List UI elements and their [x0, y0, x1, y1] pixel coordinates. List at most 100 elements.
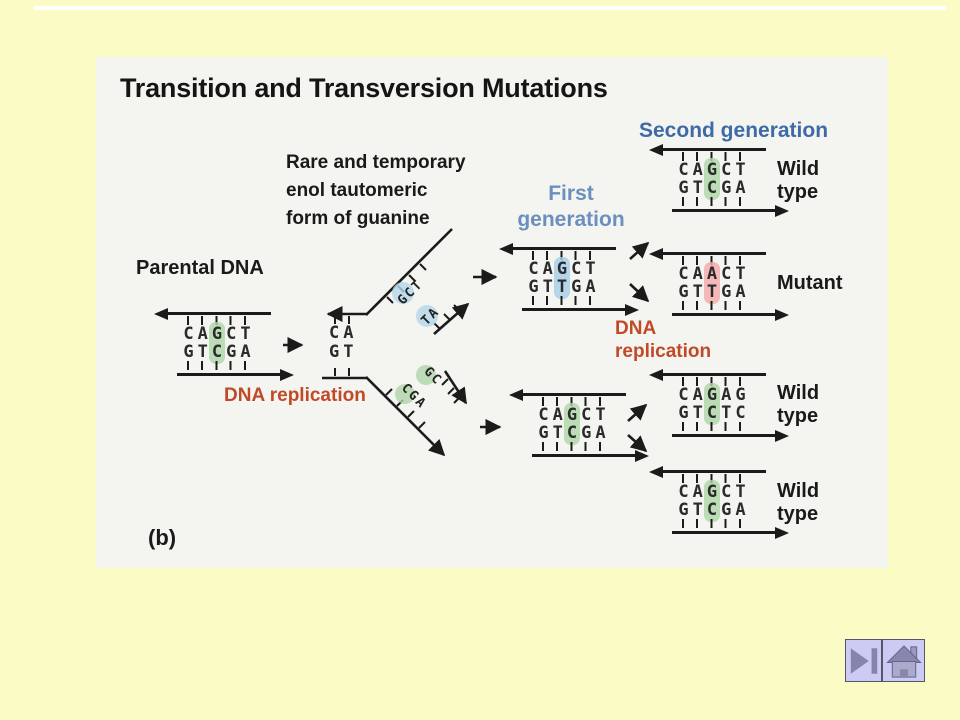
- arrow-to-secondgen-mutant: [629, 283, 650, 303]
- mutant-label: Mutant: [777, 272, 843, 294]
- right-arrowhead: [635, 450, 649, 462]
- bottom-strand-line: [672, 309, 789, 321]
- top-strand-line: [509, 389, 626, 401]
- right-arrowhead: [280, 369, 294, 381]
- replication-fork-diagram: [283, 228, 650, 457]
- prong-ticks: [385, 263, 461, 429]
- left-arrowhead: [154, 308, 168, 320]
- base-ticks: [682, 474, 742, 483]
- top-sequence: CAGCT: [678, 482, 750, 502]
- second-generation-mutant-duplex: CAACT GTTGA: [649, 248, 789, 321]
- normal-cytosine-glow: [395, 384, 415, 404]
- bottom-strand-line: [177, 369, 294, 381]
- mispaired-thymine-glow: [416, 305, 438, 327]
- left-arrowhead: [649, 144, 663, 156]
- first-generation-label: First generation: [517, 182, 625, 231]
- at-mutation-highlight-band: [704, 262, 720, 304]
- base-ticks: [532, 251, 592, 260]
- left-arrowhead: [649, 466, 663, 478]
- left-arrowhead: [509, 389, 523, 401]
- base-pair-glows: [392, 282, 438, 404]
- fork-stub-top-sequence: CA: [329, 323, 358, 343]
- dna-replication-label-left: DNA replication: [224, 385, 366, 406]
- top-sequence: CAGCT: [678, 160, 750, 180]
- gc-highlight-band: [209, 322, 225, 364]
- first-generation-mismatch-duplex: CAGCT GTTGA: [499, 243, 639, 316]
- top-strand-line: [499, 243, 616, 255]
- base-ticks: [542, 397, 602, 406]
- home-icon: [885, 644, 922, 678]
- bottom-sequence: GTCGA: [538, 423, 610, 443]
- slide-top-divider: [34, 6, 946, 10]
- enol-tautomer-note: Rare and temporary enol tautomeric form …: [286, 152, 466, 229]
- bottom-sequence: GTTGA: [528, 277, 600, 297]
- top-sequence: CAGCT: [528, 259, 600, 279]
- base-ticks: [682, 301, 742, 310]
- top-strand-line: [649, 248, 766, 260]
- page-title: Transition and Transversion Mutations: [120, 73, 608, 103]
- gc-highlight-band: [704, 480, 720, 522]
- enol-guanine-glow: [392, 282, 414, 304]
- top-strand-line: [649, 144, 766, 156]
- arrow-to-secondgen-wild: [629, 241, 650, 260]
- bottom-strand-line: [672, 430, 789, 442]
- base-ticks: [187, 361, 247, 370]
- slide-nav: [845, 639, 925, 682]
- arrow-to-thirdgen-wild-1: [627, 403, 648, 422]
- base-ticks: [682, 377, 742, 386]
- top-strand-line: [649, 466, 766, 478]
- normal-guanine-glow: [416, 365, 436, 385]
- bottom-sequence: GTCGA: [183, 342, 255, 362]
- bottom-sequence: GTTGA: [678, 282, 750, 302]
- second-generation-label: Second generation: [639, 119, 829, 142]
- gc-highlight-band: [704, 158, 720, 200]
- parental-duplex: CAGCT GTCGA: [154, 308, 294, 381]
- skip-forward-icon: [850, 647, 877, 674]
- left-arrowhead: [499, 243, 513, 255]
- top-sequence: CAGCT: [183, 324, 255, 344]
- fork-upper-template-strand: [365, 228, 453, 316]
- base-ticks: [532, 296, 592, 305]
- gt-mismatch-highlight-band: [554, 257, 570, 299]
- base-ticks: [682, 422, 742, 431]
- base-ticks: [682, 152, 742, 161]
- base-ticks: [682, 256, 742, 265]
- figure-panel: Transition and Transversion Mutations Ra…: [96, 57, 888, 568]
- bottom-sequence: GTCGA: [678, 500, 750, 520]
- gc-highlight-band: [564, 403, 580, 445]
- right-arrowhead: [775, 309, 789, 321]
- home-button[interactable]: [882, 639, 925, 682]
- top-strand-line: [649, 369, 766, 381]
- lower-new-strand: [443, 370, 468, 405]
- third-generation-wild-type-duplex-1: CAGAG GTCTC: [649, 369, 789, 442]
- next-slide-button[interactable]: [845, 639, 882, 682]
- first-generation-normal-duplex: CAGCT GTCGA: [509, 389, 649, 462]
- bottom-strand-line: [522, 304, 639, 316]
- right-arrowhead: [775, 430, 789, 442]
- bottom-strand-line: [672, 205, 789, 217]
- wild-type-label-1: Wild type: [777, 158, 820, 203]
- left-arrowhead: [649, 248, 663, 260]
- right-arrowhead: [625, 304, 639, 316]
- fork-lines: [283, 228, 650, 457]
- gc-highlight-band: [704, 383, 720, 425]
- dna-replication-label-right: DNA replication: [615, 318, 712, 362]
- top-sequence: CAACT: [678, 264, 750, 284]
- bottom-strand-line: [532, 450, 649, 462]
- top-sequence: CAGCT: [538, 405, 610, 425]
- bottom-strand-line: [672, 527, 789, 539]
- base-ticks: [542, 442, 602, 451]
- figure-letter: (b): [148, 525, 177, 550]
- base-ticks: [682, 519, 742, 528]
- top-strand-line: [154, 308, 271, 320]
- stub-ticks: [334, 316, 350, 376]
- arrow-to-thirdgen-wild-2: [627, 434, 648, 453]
- third-generation-wild-type-duplex-2: CAGCT GTCGA: [649, 466, 789, 539]
- wild-type-label-3: Wild type: [777, 480, 820, 525]
- second-generation-wild-type-duplex: CAGCT GTCGA: [649, 144, 789, 217]
- bottom-sequence: GTCGA: [678, 178, 750, 198]
- right-arrowhead: [775, 527, 789, 539]
- parental-dna-label: Parental DNA: [136, 257, 264, 279]
- right-arrowhead: [775, 205, 789, 217]
